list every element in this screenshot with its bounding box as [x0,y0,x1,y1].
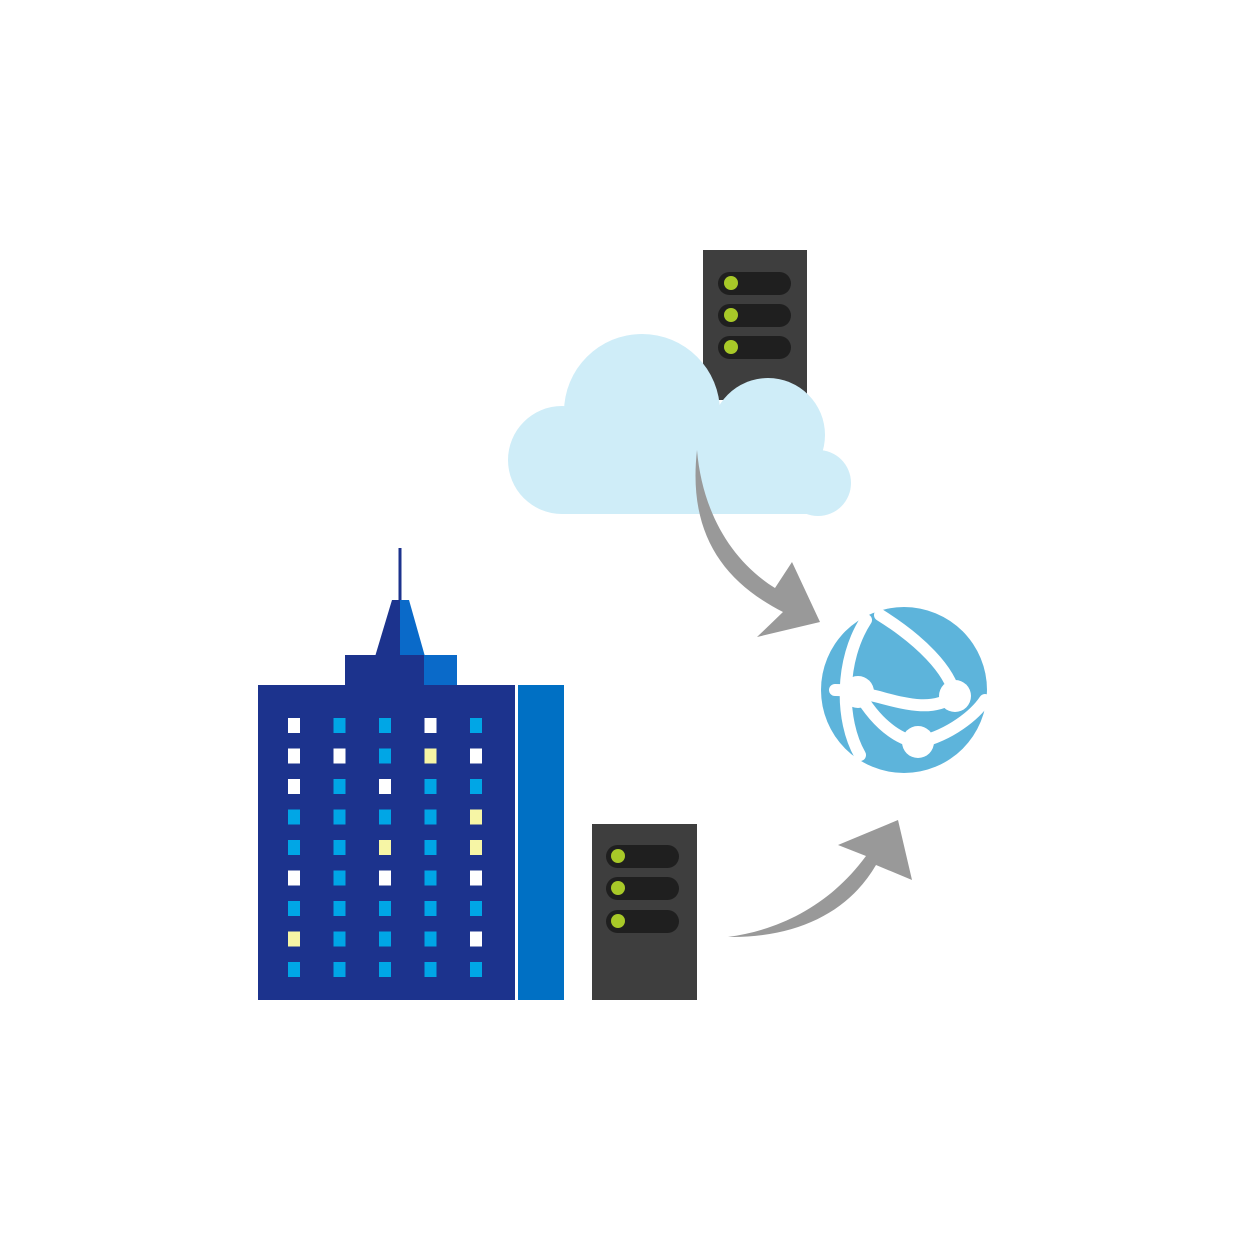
building-side [518,685,564,1000]
building-window [333,718,346,733]
building-window [424,779,437,794]
server-slot [718,304,791,327]
building-window [470,840,482,855]
building-window [424,809,437,825]
building-window [288,901,300,916]
building-windows [288,718,482,977]
cloud-icon [508,334,851,516]
building-window [379,840,391,855]
building-window [379,962,391,977]
building-window [288,840,300,855]
building-window [379,748,391,764]
server-led [611,849,625,863]
server-led [611,914,625,928]
server-slot [606,877,679,900]
office-building-icon [258,548,564,1000]
cloud-server-icon [703,250,807,400]
building-window [333,748,346,764]
server-icon [592,824,697,1000]
curved-arrow-icon [695,450,820,637]
globe-node [902,726,934,758]
building-window [379,901,391,916]
building-window [379,870,391,886]
server-led [724,340,738,354]
building-window [424,962,437,977]
building-window [333,809,346,825]
server-slot [606,910,679,933]
building-window [470,809,482,825]
curved-arrow-icon [728,820,912,938]
building-window [288,870,300,886]
building-window [424,870,437,886]
building-window [470,931,482,947]
building-window [379,779,391,794]
building-window [424,931,437,947]
building-window [470,748,482,764]
building-window [333,931,346,947]
building-spire-light [400,600,426,660]
building-window [333,870,346,886]
globe-network-icon [821,607,991,773]
building-window [333,901,346,916]
building-window [288,962,300,977]
building-window [333,962,346,977]
building-crown [345,655,425,689]
building-window [424,718,437,733]
building-window [470,962,482,977]
building-window [288,931,300,947]
building-window [288,779,300,794]
building-window [333,840,346,855]
building-window [379,809,391,825]
server-led [611,881,625,895]
building-window [288,748,300,764]
building-window [379,718,391,733]
building-window [470,779,482,794]
server-led [724,308,738,322]
building-window [288,809,300,825]
building-spire [374,600,400,660]
globe-node [842,676,874,708]
building-crown-light [424,655,457,689]
building-window [424,748,437,764]
building-window [470,901,482,916]
server-slot [606,845,679,868]
building-window [424,840,437,855]
building-window [470,870,482,886]
building-window [470,718,482,733]
building-window [333,779,346,794]
server-slot [718,272,791,295]
globe-node [939,680,971,712]
building-window [379,931,391,947]
building-window [424,901,437,916]
server-slot [718,336,791,359]
building-window [288,718,300,733]
server-led [724,276,738,290]
